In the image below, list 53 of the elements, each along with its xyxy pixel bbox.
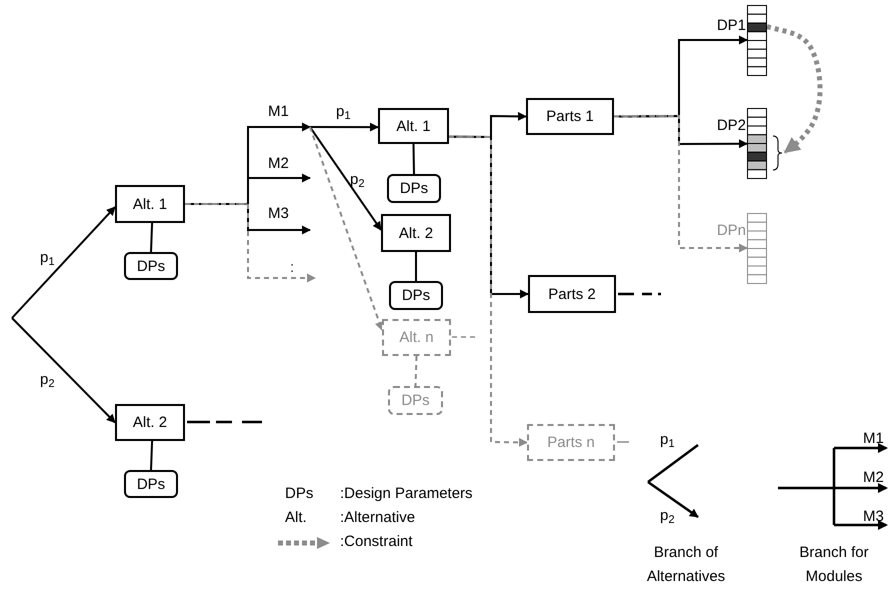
alternative-box: Parts n — [527, 424, 615, 461]
edge-label: p$_{2}$ — [40, 372, 55, 387]
legend-text: :Alternative — [340, 508, 416, 528]
legend-text: :Design Parameters — [340, 484, 474, 504]
arrow — [11, 317, 116, 424]
parameter-column — [747, 213, 767, 283]
alternative-box: Alt. 2 — [381, 214, 451, 252]
connector-line — [414, 356, 418, 386]
edge-label: p$_{1}$ — [336, 104, 351, 119]
illustration-label: Branch for Modules — [798, 543, 870, 587]
illustration-label: M1 — [863, 429, 885, 449]
edge-label: M1 — [268, 104, 289, 119]
alternative-box: Parts 2 — [528, 275, 616, 313]
legend-text: DPs — [285, 484, 314, 504]
alternative-box: Alt. 1 — [378, 108, 449, 144]
arrow — [185, 203, 316, 282]
edge-label: : — [290, 260, 294, 275]
parameter-box: DPs — [387, 174, 441, 203]
illustration-label: M3 — [863, 507, 885, 527]
alternative-box: Alt. n — [382, 319, 451, 356]
parameter-box: DPs — [388, 386, 443, 415]
connector-line — [150, 222, 154, 252]
column-label: DPn — [716, 223, 746, 238]
legend-text: Alt. — [285, 508, 308, 528]
edge-label: p$_{1}$ — [40, 250, 55, 265]
alternative-box: Alt. 2 — [115, 404, 185, 441]
arrow — [614, 115, 748, 252]
column-label: DP1 — [716, 18, 746, 33]
connector-line — [415, 252, 417, 281]
column-label: DP2 — [716, 118, 746, 133]
arrow — [309, 126, 382, 231]
arrow — [310, 122, 379, 132]
legend-text: :Constraint — [340, 532, 414, 552]
illustration-label: M2 — [863, 468, 885, 488]
constraint-arrow — [766, 24, 822, 154]
illustration-label: p$_{1}$ — [660, 430, 676, 452]
parameter-column — [747, 5, 767, 75]
parameter-column — [747, 108, 767, 178]
illustration-label: Branch of Alternatives — [646, 543, 726, 587]
edge-label: M2 — [268, 156, 289, 171]
illustration-label: p$_{2}$ — [660, 506, 676, 528]
alternative-box: Parts 1 — [526, 98, 614, 135]
edge-label: p$_{2}$ — [350, 172, 365, 187]
connector-line — [412, 144, 415, 174]
alternative-box: Alt. 1 — [115, 185, 185, 223]
arrow — [309, 126, 384, 331]
parameter-box: DPs — [389, 281, 443, 310]
parameter-box: DPs — [124, 470, 178, 498]
arrow — [11, 206, 116, 319]
arrow — [449, 136, 528, 447]
connector-line — [150, 440, 154, 470]
edge-label: M3 — [268, 206, 289, 221]
parameter-box: DPs — [124, 252, 178, 280]
